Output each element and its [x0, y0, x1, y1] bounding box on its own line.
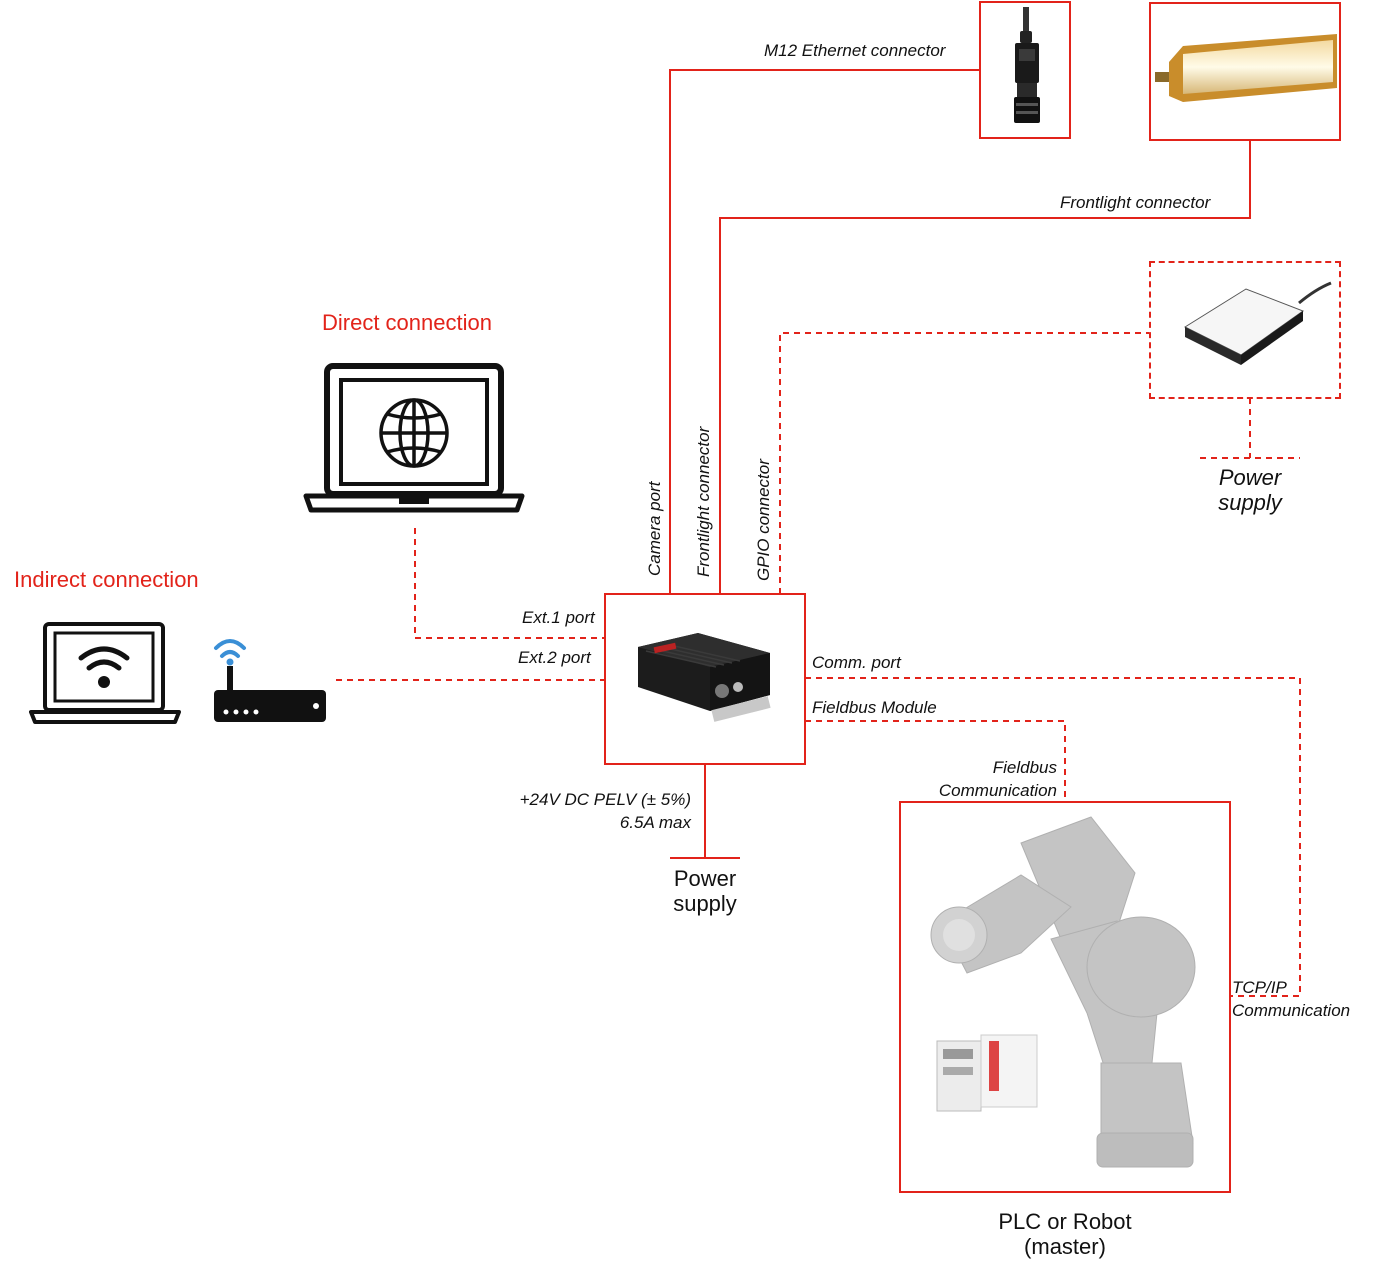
power-spec-line2: 6.5A max — [619, 813, 691, 832]
frontlight-cable — [719, 140, 1251, 594]
fieldbus-comm-line1: Fieldbus — [992, 758, 1057, 777]
gpio-cable — [779, 332, 1150, 594]
tcpip-line2: Communication — [1232, 1001, 1351, 1020]
controller-icon — [638, 633, 771, 722]
router-icon — [214, 639, 326, 722]
main-power-supply-label: Power supply — [645, 866, 765, 917]
plc-icon — [936, 1034, 1038, 1112]
main-power-supply-line1: Power — [673, 866, 737, 891]
power-spec-label: +24V DC PELV (± 5%) 6.5A max — [490, 788, 691, 834]
ext2-port-label: Ext.2 port — [518, 648, 591, 667]
camera-cable — [669, 69, 980, 594]
ext1-port-label: Ext.1 port — [522, 608, 595, 627]
fieldbus-module-label: Fieldbus Module — [812, 698, 937, 717]
fieldbus-comm-line2: Communication — [938, 781, 1057, 800]
controller-box — [604, 593, 806, 765]
laptop-wifi-icon[interactable] — [29, 620, 181, 726]
m12-ethernet-label: M12 Ethernet connector — [764, 41, 946, 60]
indirect-connection-title: Indirect connection — [14, 567, 199, 592]
bar-light-box — [1149, 2, 1341, 141]
plc-robot-line1: PLC or Robot — [998, 1209, 1132, 1234]
comm-port-cable — [805, 677, 1301, 997]
direct-connection-title: Direct connection — [322, 310, 492, 335]
tcpip-line1: TCP/IP — [1232, 978, 1287, 997]
tcpip-communication-label: TCP/IP Communication — [1232, 976, 1350, 1022]
power-spec-line1: +24V DC PELV (± 5%) — [519, 790, 691, 809]
camera-port-label: Camera port — [645, 481, 664, 576]
fieldbus-communication-label: Fieldbus Communication — [925, 756, 1057, 802]
plc-robot-label: PLC or Robot (master) — [965, 1209, 1165, 1260]
main-power-supply-line2: supply — [673, 891, 737, 917]
gpio-connector-label: GPIO connector — [754, 459, 773, 581]
direct-connection-cable — [414, 528, 605, 639]
backlight-power-supply-line2: supply — [1218, 490, 1282, 516]
plc-robot-box — [899, 801, 1231, 1193]
laptop-globe-icon[interactable] — [303, 362, 525, 516]
camera-icon — [1014, 7, 1040, 123]
backlight-power-supply-line1: Power — [1218, 465, 1282, 490]
backlight-icon — [1183, 281, 1332, 365]
camera-box — [979, 1, 1071, 139]
robot-arm-icon — [930, 816, 1196, 1168]
fieldbus-cable — [805, 720, 1066, 802]
bar-light-icon — [1155, 34, 1337, 102]
backlight-box — [1149, 261, 1341, 399]
frontlight-connector-vertical-label: Frontlight connector — [694, 426, 713, 577]
backlight-power-supply-label: Power supply — [1190, 465, 1310, 516]
plc-robot-line2: (master) — [1024, 1234, 1106, 1260]
comm-port-label: Comm. port — [812, 653, 901, 672]
frontlight-connector-label: Frontlight connector — [1060, 193, 1211, 212]
